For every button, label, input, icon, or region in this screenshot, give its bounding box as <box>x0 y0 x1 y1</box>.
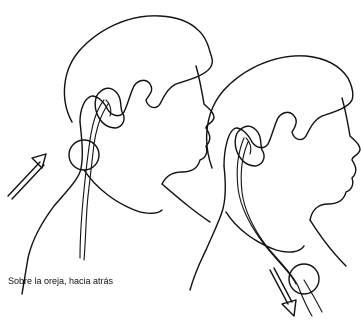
left-person-hair <box>64 16 212 122</box>
right-person-hair <box>207 56 353 168</box>
arrow-up-right-icon <box>8 154 46 199</box>
right-person-face <box>310 98 360 220</box>
right-person-figure <box>190 56 360 316</box>
left-person-collar <box>84 170 162 213</box>
left-earphone-cable <box>80 100 104 258</box>
right-person-ear <box>235 126 264 166</box>
arrow-down-right-icon <box>270 268 296 316</box>
left-person-face <box>162 66 214 184</box>
instruction-caption: Sobre la oreja, hacia atrás <box>8 276 113 286</box>
left-highlight-circle <box>69 140 99 170</box>
left-person-figure <box>8 16 214 294</box>
left-person-neck <box>28 122 82 258</box>
right-person-neck <box>206 166 225 250</box>
